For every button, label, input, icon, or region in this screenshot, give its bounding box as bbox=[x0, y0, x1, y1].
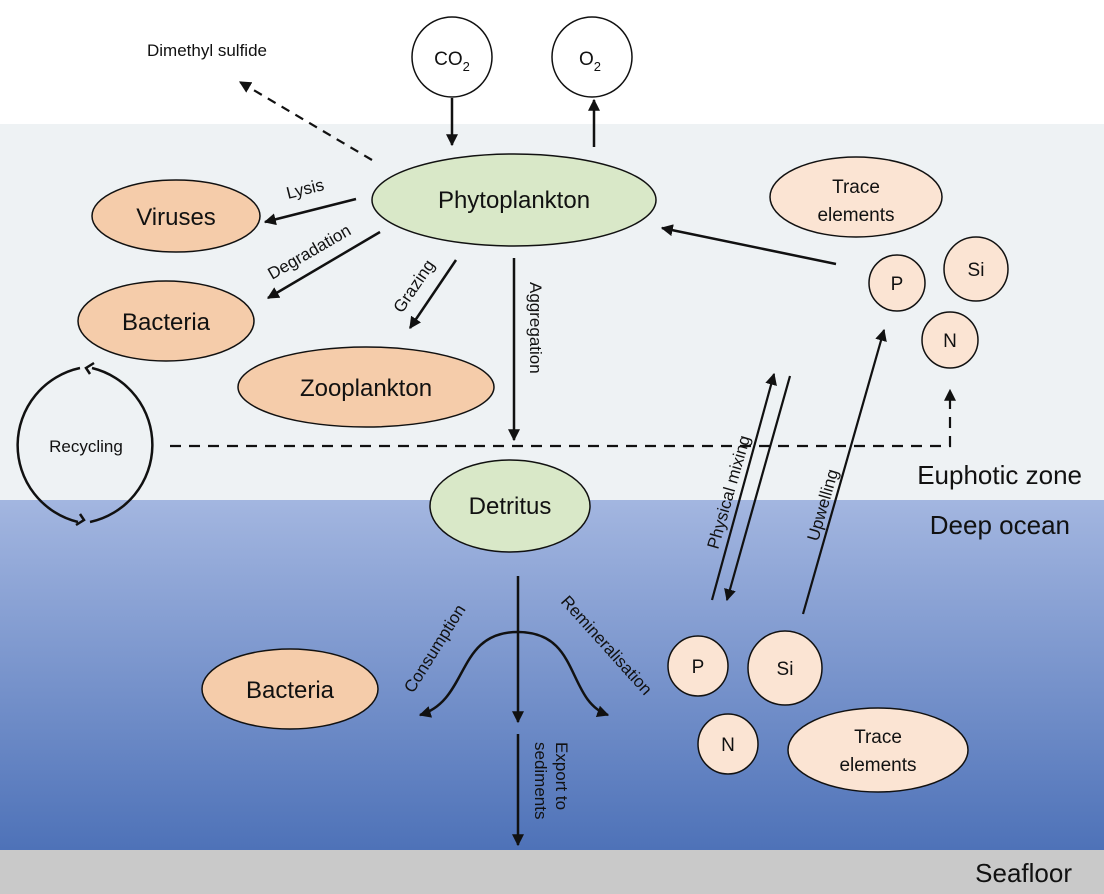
recycling-loop: Recycling bbox=[16, 361, 154, 527]
bacteria-upper-node: Bacteria bbox=[77, 280, 255, 362]
trace-lower-line1: Trace bbox=[854, 727, 902, 748]
bacteria-lower-label: Bacteria bbox=[246, 677, 335, 704]
trace-upper-line2: elements bbox=[817, 205, 894, 226]
seafloor-band bbox=[0, 850, 1104, 894]
o2-label: O bbox=[579, 49, 594, 70]
p-upper-label: P bbox=[891, 274, 904, 295]
zooplankton-node: Zooplankton bbox=[237, 346, 495, 428]
n-lower-label: N bbox=[721, 735, 735, 756]
bacteria-lower-node: Bacteria bbox=[201, 648, 379, 730]
trace-upper-line1: Trace bbox=[832, 177, 880, 198]
nutrient-supply-arrow bbox=[660, 224, 837, 266]
phytoplankton-node: Phytoplankton bbox=[371, 153, 657, 247]
upwelling-arrow bbox=[801, 328, 887, 615]
si-lower-node: Si bbox=[747, 630, 823, 706]
svg-text:CO2: CO2 bbox=[434, 49, 470, 74]
n-lower-node: N bbox=[697, 713, 759, 775]
recycling-label: Recycling bbox=[49, 437, 123, 456]
deep-ocean-band bbox=[0, 500, 1104, 850]
deep-ocean-label: Deep ocean bbox=[930, 510, 1070, 540]
zooplankton-label: Zooplankton bbox=[300, 375, 432, 402]
phytoplankton-label: Phytoplankton bbox=[438, 187, 590, 214]
si-lower-label: Si bbox=[777, 659, 794, 680]
co2-node: CO2 bbox=[411, 16, 493, 98]
physical-mixing-up-arrow bbox=[710, 372, 777, 601]
svg-text:O2: O2 bbox=[579, 49, 601, 74]
export-label-line2: sediments bbox=[531, 742, 550, 819]
si-upper-node: Si bbox=[943, 236, 1009, 302]
trace-elements-lower-node: Trace elements bbox=[787, 707, 969, 793]
co2-label: CO bbox=[434, 49, 463, 70]
recycling-nutrient-arrow bbox=[170, 388, 956, 448]
euphotic-zone-label: Euphotic zone bbox=[917, 460, 1082, 490]
aggregation-label: Aggregation bbox=[526, 282, 545, 374]
viruses-node: Viruses bbox=[91, 179, 261, 253]
n-upper-node: N bbox=[921, 311, 979, 369]
si-upper-label: Si bbox=[968, 260, 985, 281]
o2-node: O2 bbox=[551, 16, 633, 98]
degradation-arrow bbox=[266, 230, 381, 300]
grazing-arrow bbox=[408, 259, 458, 329]
export-label-line1: Export to bbox=[552, 742, 571, 810]
p-lower-label: P bbox=[692, 657, 705, 678]
detritus-label: Detritus bbox=[469, 493, 552, 520]
bacteria-upper-label: Bacteria bbox=[122, 309, 211, 336]
o2-subscript: 2 bbox=[594, 59, 601, 74]
trace-lower-line2: elements bbox=[839, 755, 916, 776]
co2-subscript: 2 bbox=[463, 59, 470, 74]
lysis-arrow bbox=[263, 197, 357, 226]
seafloor-label: Seafloor bbox=[975, 858, 1072, 888]
trace-elements-upper-node: Trace elements bbox=[769, 156, 943, 238]
p-upper-node: P bbox=[868, 254, 926, 312]
p-lower-node: P bbox=[667, 635, 729, 697]
consumption-remineralisation-curve bbox=[418, 630, 610, 718]
physical-mixing-down-arrow bbox=[724, 375, 792, 602]
dimethyl-sulfide-label: Dimethyl sulfide bbox=[147, 41, 267, 60]
viruses-label: Viruses bbox=[136, 204, 216, 231]
n-upper-label: N bbox=[943, 331, 957, 352]
detritus-node: Detritus bbox=[429, 459, 591, 553]
